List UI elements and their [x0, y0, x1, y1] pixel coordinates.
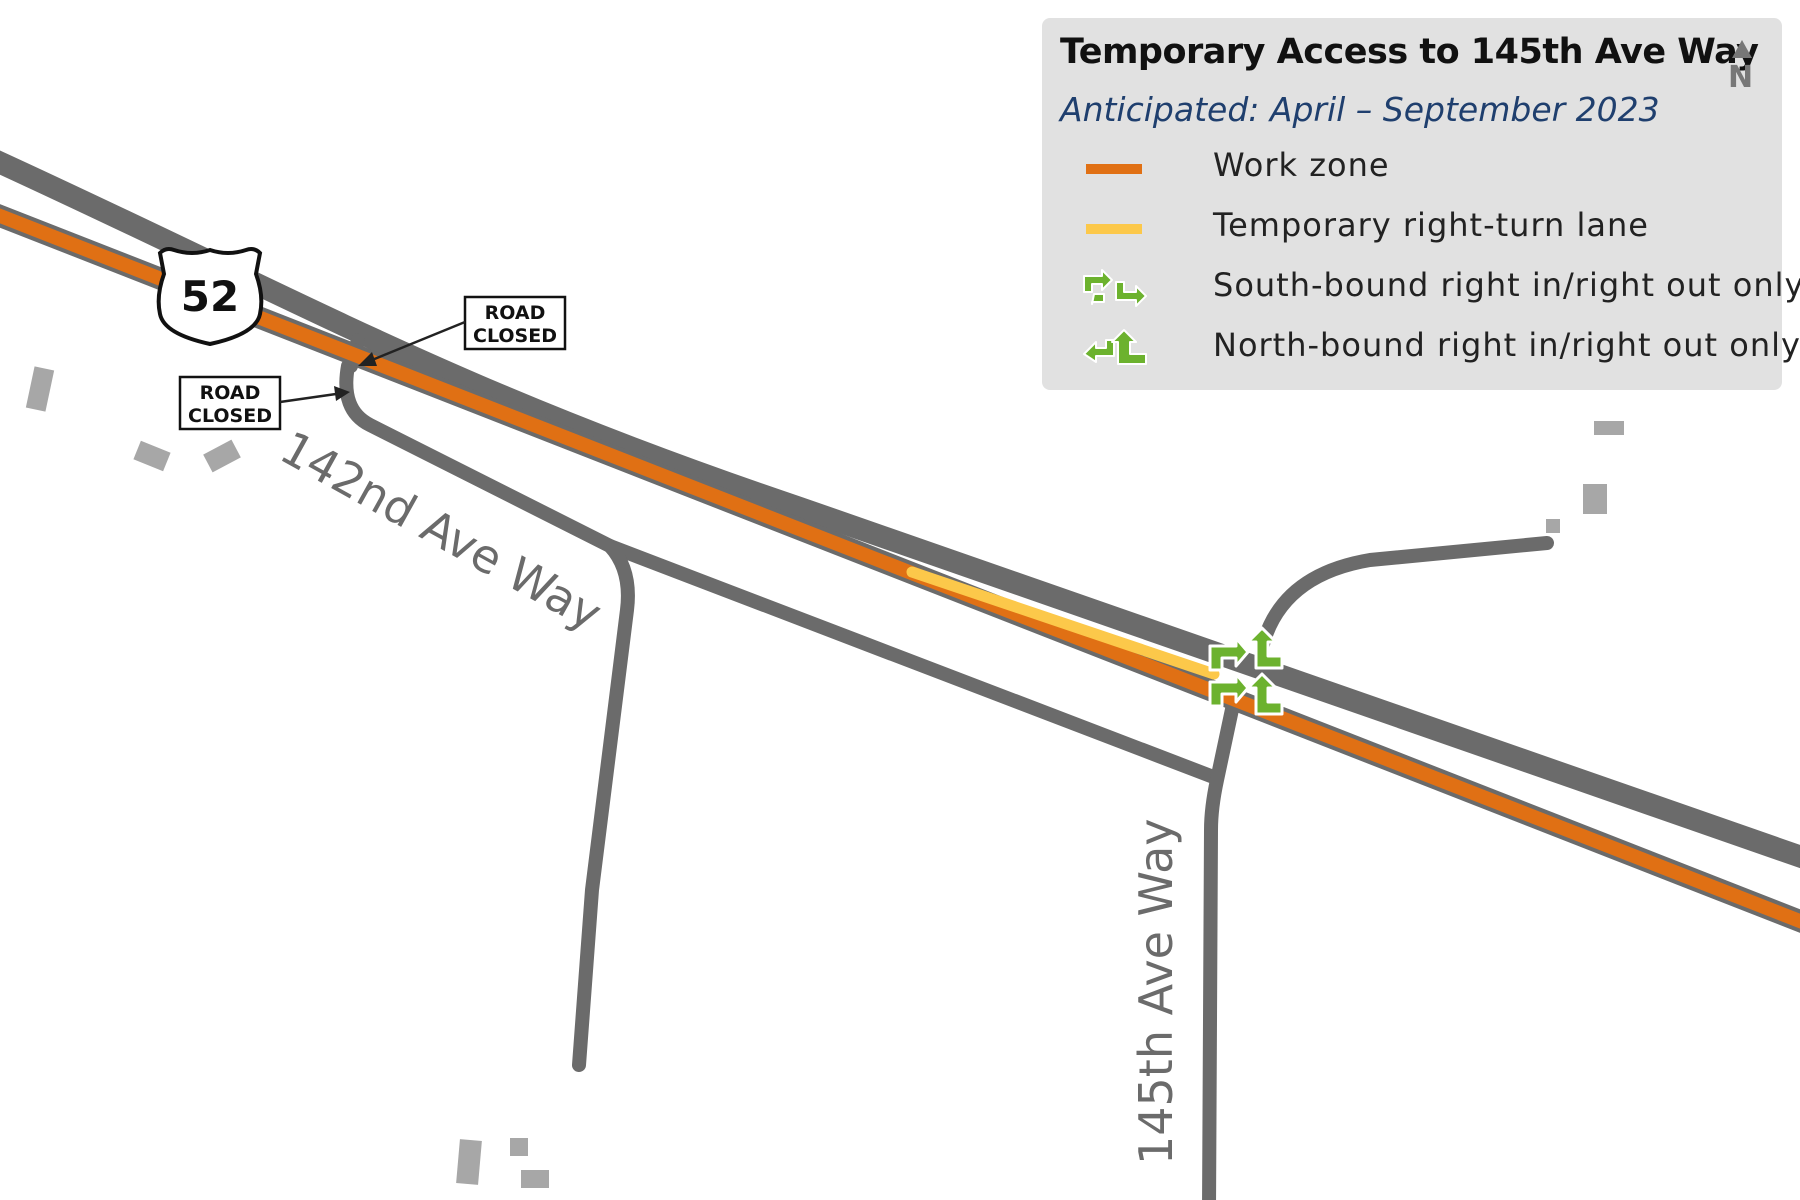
- sign-upper-line2: CLOSED: [473, 325, 557, 347]
- road-closed-sign-upper: ROAD CLOSED: [358, 295, 567, 366]
- intersection-arrows-icon: [1208, 626, 1284, 716]
- legend-title: Temporary Access to 145th Ave Way: [1060, 32, 1759, 72]
- sign-lower-line1: ROAD: [200, 382, 261, 404]
- road-145th-ave-way: [1202, 693, 1241, 1200]
- legend-label-northbound: North-bound right in/right out only: [1213, 326, 1800, 364]
- legend-label-work-zone: Work zone: [1213, 146, 1390, 184]
- road-label-145th: 145th Ave Way: [1129, 819, 1183, 1165]
- sign-lower-line2: CLOSED: [188, 405, 272, 427]
- road-closed-sign-lower: ROAD CLOSED: [178, 375, 350, 431]
- road-145th-north-branch: [1255, 536, 1554, 655]
- legend-item-work-zone: Work zone: [1082, 144, 1772, 190]
- turn-lane-swatch: [1086, 224, 1142, 234]
- northbound-arrows-icon: [1083, 329, 1147, 365]
- legend-subtitle: Anticipated: April – September 2023: [1060, 90, 1660, 129]
- legend-panel: Temporary Access to 145th Ave Way Antici…: [1042, 18, 1800, 390]
- building-footprints: [25, 366, 1624, 1188]
- north-label: N: [1728, 60, 1754, 95]
- temporary-right-turn-lane: [906, 566, 1220, 680]
- legend-label-southbound: South-bound right in/right out only: [1213, 266, 1800, 304]
- legend-item-turn-lane: Temporary right-turn lane: [1082, 204, 1772, 250]
- work-zone-swatch: [1086, 164, 1142, 174]
- legend-item-southbound: South-bound right in/right out only: [1082, 264, 1800, 310]
- north-arrow-triangle: [1732, 40, 1752, 58]
- road-142nd-ave-way: [339, 359, 1223, 785]
- legend-label-turn-lane: Temporary right-turn lane: [1213, 206, 1649, 244]
- sign-upper-line1: ROAD: [485, 302, 546, 324]
- road-142nd-south-spur: [572, 539, 635, 1072]
- north-arrow-icon: N: [1726, 40, 1758, 100]
- legend-item-northbound: North-bound right in/right out only: [1082, 324, 1800, 370]
- work-zone-line: [0, 208, 1800, 929]
- shield-number: 52: [181, 272, 239, 321]
- highway-north-edge: [0, 150, 1800, 869]
- southbound-arrows-icon: [1083, 269, 1147, 307]
- us-52-shield: 52: [156, 247, 264, 347]
